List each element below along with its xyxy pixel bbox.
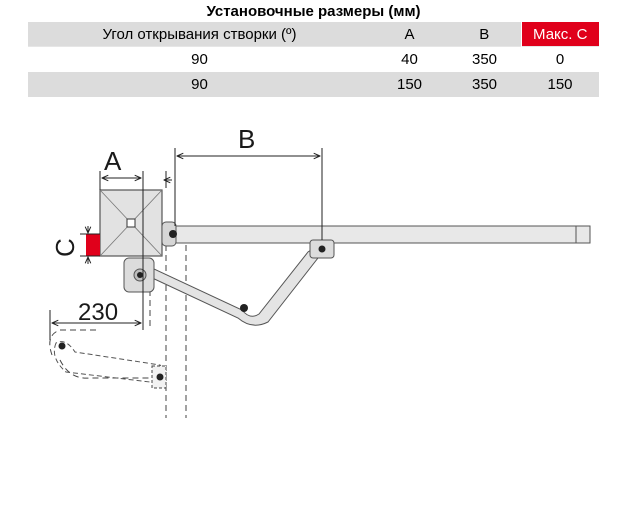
- header-a: A: [371, 22, 448, 47]
- table-title: Установочные размеры (мм): [206, 2, 421, 20]
- dimension-label-a: A: [104, 146, 122, 176]
- cell-c: 150: [521, 72, 600, 97]
- pivot-point: [58, 342, 66, 350]
- motor-box: [99, 189, 177, 257]
- closed-arm-outline: [53, 341, 167, 389]
- pivot-point: [169, 230, 177, 238]
- cell-a: 150: [371, 72, 448, 97]
- curved-arm: [147, 239, 335, 326]
- dimension-label-230: 230: [78, 299, 118, 326]
- cell-a: 40: [371, 46, 448, 72]
- table-row: 90 150 350 150: [28, 72, 600, 97]
- pivot-point: [318, 245, 326, 253]
- dimension-c-marker: [86, 234, 100, 256]
- dimension-label-c: C: [50, 238, 80, 257]
- pivot-point: [240, 304, 248, 312]
- cell-c: 0: [521, 46, 600, 72]
- table-row: 90 40 350 0: [28, 46, 600, 72]
- header-angle: Угол открывания створки (º): [28, 22, 371, 47]
- dimension-label-b: B: [238, 124, 255, 154]
- cell-b: 350: [448, 46, 521, 72]
- cell-b: 350: [448, 72, 521, 97]
- cell-angle: 90: [28, 72, 371, 97]
- header-max-c: Макс. C: [521, 22, 600, 47]
- table-title-row: Установочные размеры (мм): [28, 0, 599, 22]
- dimension-lines: [49, 148, 323, 340]
- installation-dimensions-table: Установочные размеры (мм) Угол открывани…: [28, 0, 600, 97]
- gate-leaf: [167, 225, 591, 244]
- header-b: B: [448, 22, 522, 47]
- motor-bracket: [123, 257, 155, 293]
- table-header-row: Угол открывания створки (º) A B Макс. C: [28, 22, 600, 47]
- cell-angle: 90: [28, 46, 371, 72]
- pivot-point: [156, 373, 164, 381]
